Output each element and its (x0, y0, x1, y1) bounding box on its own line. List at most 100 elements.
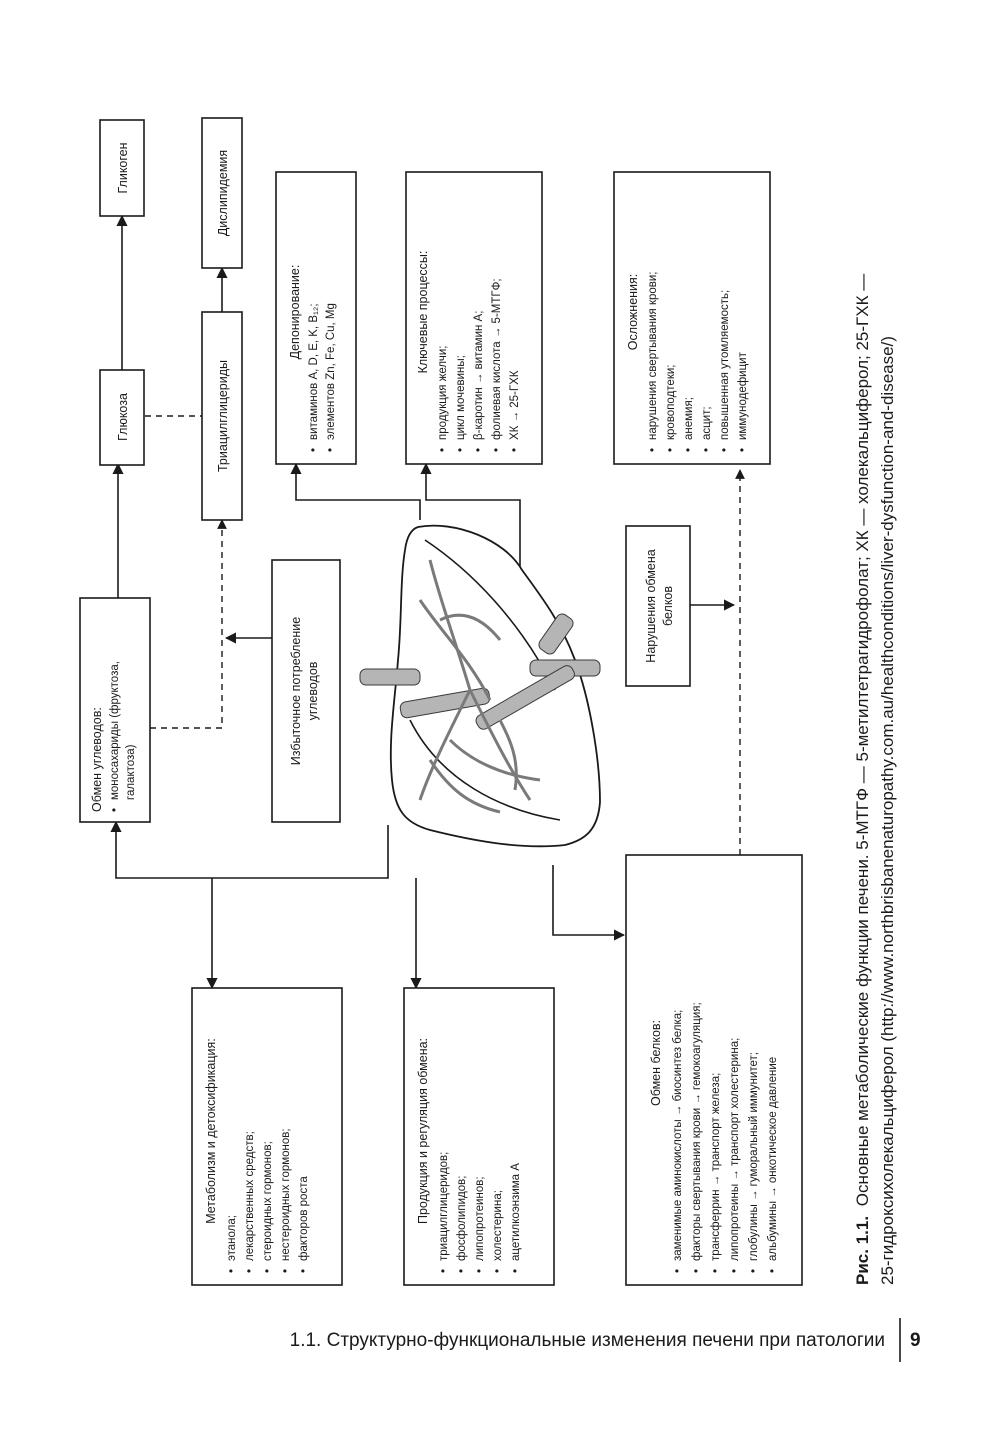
triacylglycerides-title: Триацилглицериды (216, 360, 230, 472)
production-bullet: • (510, 1269, 522, 1273)
detox-bullet: • (244, 1269, 256, 1273)
production-bullet: • (474, 1269, 486, 1273)
complications-title: Осложнения: (626, 274, 640, 351)
protein-disorder-box: Нарушения обмена белков (625, 525, 691, 687)
compl-item: иммунодефицит (737, 351, 749, 440)
key-item: продукция желчи; (437, 346, 449, 440)
compl-item: анемия; (683, 397, 695, 440)
carb-item: галактоза) (125, 744, 137, 800)
caption-line2: 25-гидроксихолекальциферол (http://www.n… (878, 336, 897, 1285)
detox-bullet: • (226, 1269, 238, 1273)
connectors (110, 214, 745, 990)
storage-item: витаминов A, D, E, K, B₁₂; (308, 303, 320, 440)
compl-bullet: • (701, 448, 713, 452)
compl-bullet: • (665, 448, 677, 452)
protein-item: глобулины → гуморальный иммунитет; (748, 1052, 760, 1261)
production-bullet: • (492, 1269, 504, 1273)
page-number: 9 (910, 1330, 921, 1351)
key-bullet: • (491, 448, 503, 452)
production-item: липопротеинов; (474, 1176, 486, 1261)
protein-bullet: • (729, 1269, 741, 1273)
compl-item: повышенная утомляемость; (719, 290, 731, 440)
production-item: холестерина; (492, 1190, 504, 1261)
glycogen-box: Гликоген (99, 119, 145, 217)
running-title: 1.1. Структурно-функциональные изменения… (290, 1330, 885, 1351)
compl-item: асцит; (701, 406, 713, 440)
carb-item: моносахариды (фруктоза, (109, 661, 121, 800)
production-bullet: • (456, 1269, 468, 1273)
production-bullet: • (438, 1269, 450, 1273)
protein-bullet: • (748, 1269, 760, 1273)
protein-bullet: • (691, 1269, 703, 1273)
arrow-liver-to-storage (290, 462, 421, 520)
caption-line1: Основные метаболические функции печени. … (853, 274, 872, 1206)
key-bullet: • (437, 448, 449, 452)
carb-excess-line1: Избыточное потребление (289, 617, 303, 765)
production-box: Продукция и регуляция обмена: • триацилг… (403, 987, 555, 1286)
production-title: Продукция и регуляция обмена: (416, 1038, 430, 1224)
detox-item: лекарственных средств; (244, 1131, 256, 1261)
detox-item: этанола; (226, 1215, 238, 1261)
key-item: цикл мочевины; (455, 355, 467, 440)
compl-item: нарушения свертывания крови; (647, 271, 659, 440)
carb-excess-line2: углеводов (306, 661, 320, 720)
storage-item: элементов Zn, Fe, Cu, Mg (325, 303, 337, 440)
detox-title: Метаболизм и детоксификация: (204, 1038, 218, 1224)
figure-caption: Рис. 1.1. Основные метаболические функци… (853, 274, 897, 1285)
carb-metabolism-box: Обмен углеводов: • моносахариды (фруктоз… (79, 597, 151, 823)
arrow-liver-to-protein (552, 865, 626, 941)
key-processes-box: Ключевые процессы: • продукция желчи; • … (405, 171, 543, 465)
carb-excess-box: Избыточное потребление углеводов (271, 559, 341, 823)
triacylglycerides-box: Триацилглицериды (201, 311, 243, 521)
compl-bullet: • (683, 448, 695, 452)
key-bullet: • (455, 448, 467, 452)
compl-item: кровоподтеки; (665, 365, 677, 440)
hepatic-vessels (418, 559, 541, 814)
glucose-box: Глюкоза (99, 369, 145, 466)
carb-bullet: • (109, 808, 121, 812)
detox-box: Метаболизм и детоксификация: • этанола; … (191, 987, 343, 1286)
detox-bullet: • (298, 1269, 310, 1273)
key-bullet: • (473, 448, 485, 452)
compl-bullet: • (647, 448, 659, 452)
storage-title: Депонирование: (288, 265, 302, 360)
protein-item: липопротеины → транспорт холестерина; (729, 1038, 741, 1261)
caption-label: Рис. 1.1. (853, 1216, 872, 1285)
detox-bullet: • (262, 1269, 274, 1273)
production-item: ацетилкоэнзима А (510, 1163, 522, 1261)
protein-metabolism-box: Обмен белков: • заменимые аминокислоты →… (625, 854, 803, 1286)
compl-bullet: • (719, 448, 731, 452)
production-item: фосфолипидов; (456, 1176, 468, 1261)
protein-item: альбумины → онкотическое давление (767, 1057, 779, 1261)
dyslipidemia-box: Дислипидемия (201, 117, 243, 269)
complications-box: Осложнения: • нарушения свертывания кров… (613, 171, 771, 465)
storage-box: Депонирование: • витаминов A, D, E, K, B… (275, 171, 357, 465)
arrow-liver-to-key-processes (420, 462, 521, 575)
glycogen-title: Гликоген (116, 142, 130, 193)
key-processes-title: Ключевые процессы: (416, 251, 430, 374)
liver-illustration (359, 524, 601, 848)
protein-item: трансферрин → транспорт железа; (710, 1073, 722, 1261)
detox-item: стероидных гормонов; (262, 1141, 274, 1261)
protein-disorder-line1: Нарушения обмена (644, 549, 658, 662)
protein-bullet: • (710, 1269, 722, 1273)
svg-text:Рис. 1.1. Основные метаб: Рис. 1.1. Основные метаболические функци… (853, 274, 872, 1285)
arrow-liver-to-carbs (110, 820, 389, 879)
key-bullet: • (509, 448, 521, 452)
dyslipidemia-title: Дислипидемия (216, 150, 230, 236)
key-item: β-каротин → витамин А; (473, 311, 485, 440)
detox-bullet: • (280, 1269, 292, 1273)
detox-item: факторов роста (298, 1176, 310, 1261)
protein-disorder-line2: белков (661, 586, 675, 626)
storage-bullet: • (325, 448, 337, 452)
protein-metabolism-title: Обмен белков: (649, 1020, 663, 1106)
protein-bullet: • (672, 1269, 684, 1273)
protein-item: факторы свертывания крови → гемокоагуляц… (691, 1002, 703, 1261)
dashed-arrow-carbs-to-triacylglycerides (150, 519, 227, 729)
protein-item: заменимые аминокислоты → биосинтез белка… (672, 1010, 684, 1261)
detox-item: нестероидных гормонов; (280, 1128, 292, 1261)
compl-bullet: • (737, 448, 749, 452)
key-item: фолиевая кислота → 5-МТГФ; (491, 278, 503, 440)
